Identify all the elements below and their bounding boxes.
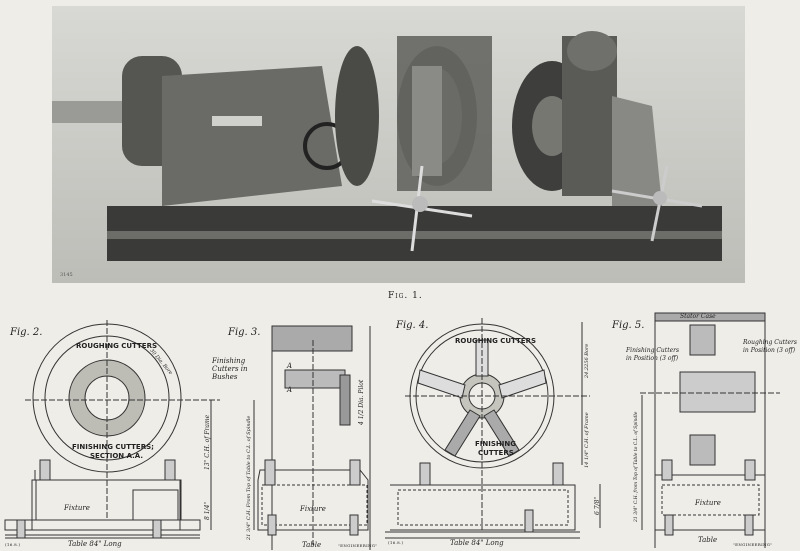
fig5-roughing-position-label: Roughing Cutters in Position (3 off) [743,339,798,354]
figure-2-caption: Fig. 2. [10,327,43,338]
fig3-pilot-label: 4 1/2 Dia. Pilot [358,379,365,425]
figure-4-caption: Fig. 4. [396,320,429,331]
fig4-base-dim: 6 7/8" [594,496,601,515]
fig2-frame-dim: 13" C.H. of Frame [204,414,211,470]
fig2-fixture-label: Fixture [64,504,90,512]
figure-2-drawing [4,320,220,539]
fig2-table-label: Table 84" Long [68,540,122,548]
fig4-table-label: Table 84" Long [450,539,504,547]
fig4-reference: (16.8.) [388,540,404,545]
figure-4-drawing [385,318,601,539]
fig5-height-dim: 21 3/4" C.H. from Top of Table to C.L. o… [634,411,639,522]
fig5-credit: "ENGINEERING" [733,542,773,547]
machine-photograph: 3145 [52,6,745,283]
figure-5-drawing [640,312,780,548]
fig2-reference: (16.8.) [5,542,21,547]
figure-3-caption: Fig. 3. [228,327,261,338]
fig5-table-label: Table [698,536,718,544]
fig5-fixture-label: Fixture [695,499,721,507]
fig3-fixture-label: Fixture [300,505,326,513]
fig3-height-dim: 21 3/4" C.H. From Top of Table to C.L. o… [246,415,252,540]
milling-machine-illustration: 3145 [52,6,745,283]
figure-5-caption: Fig. 5. [612,320,645,331]
fig4-finishing-label-1: FINISHING [475,440,516,448]
fig2-finishing-label: FINISHING CUTTERS; [72,443,154,451]
fig4-frame-dim: 14 1/4" C.H. of Frame [584,412,590,468]
fig2-base-dim: 8 1/4" [204,501,211,520]
fig3-finishing-bushes-label: Finishing Cutters in Bushes [212,357,248,381]
photo-mark: 3145 [60,272,73,278]
fig2-section-label: SECTION A.A. [90,452,143,460]
figure-3-drawing [253,325,371,550]
fig3-credit: "ENGINEERING" [338,543,378,548]
fig5-finishing-position-label: Finishing Cutters in Position (3 off) [626,347,680,362]
fig5-stator-label: Stator Case [680,313,716,320]
fig3-mark-a-top: A [287,362,293,370]
fig4-finishing-label-2: CUTTERS [478,449,514,457]
fig3-mark-a-bottom: A [287,386,293,394]
figure-1-caption: Fig. 1. [388,291,423,301]
fig2-roughing-label: ROUGHING CUTTERS [76,342,158,350]
fig4-bore-dim: 24.2256 Bore [584,343,590,378]
fig3-table-label: Table [302,541,322,549]
fig4-roughing-label: ROUGHING CUTTERS [455,337,537,345]
